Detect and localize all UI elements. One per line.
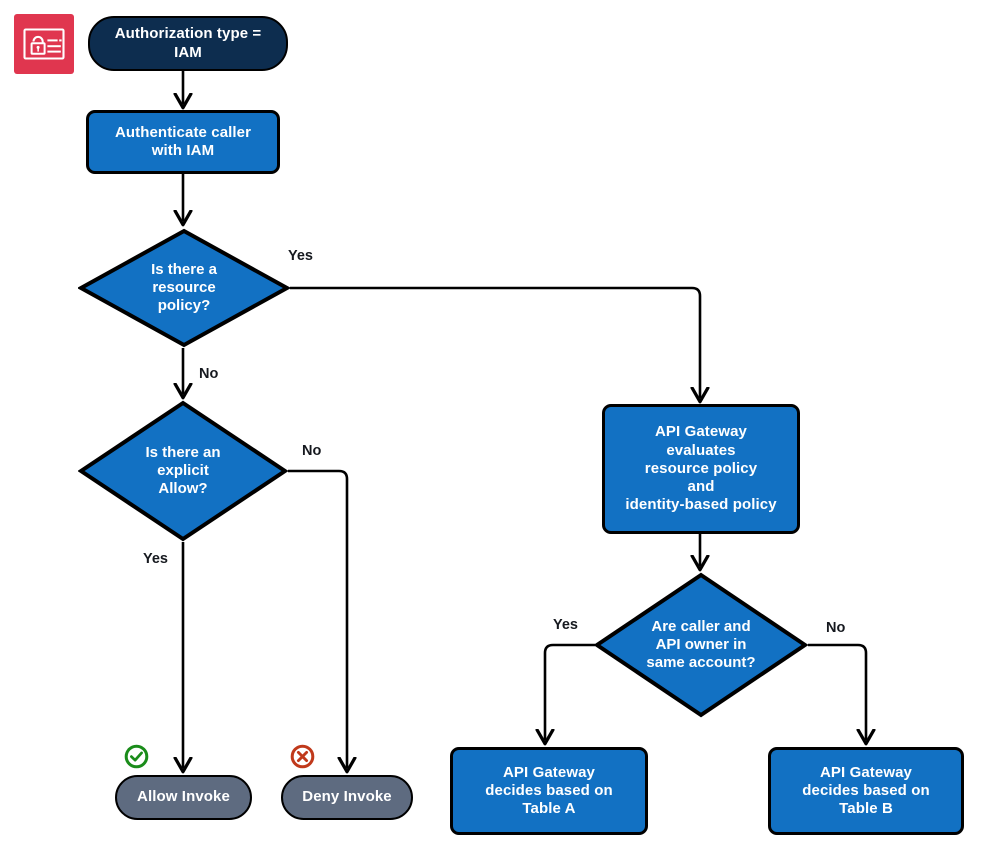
edge-label-explicit-no: No — [302, 443, 322, 459]
node-api-gateway-evaluates-policies[interactable]: API Gateway evaluates resource policy an… — [602, 404, 800, 534]
node-label-line: resource — [152, 278, 216, 296]
iam-icon-glyph — [23, 28, 65, 60]
node-label-line: Authenticate caller — [114, 123, 252, 141]
node-label-line: decides based on — [485, 781, 613, 799]
node-label: Is there an explicit Allow? — [78, 400, 288, 542]
node-label-line: decides based on — [802, 781, 930, 799]
node-label-line: Is there a — [151, 260, 217, 278]
edge-label-resource-yes: Yes — [288, 248, 313, 264]
node-api-gateway-table-a[interactable]: API Gateway decides based on Table A — [450, 747, 648, 835]
node-api-gateway-table-b[interactable]: API Gateway decides based on Table B — [768, 747, 964, 835]
node-label: Authorization type = IAM — [115, 25, 262, 62]
edge-label-account-no: No — [826, 620, 846, 636]
node-label: API Gateway decides based on Table B — [802, 764, 929, 819]
node-label: Deny Invoke — [302, 788, 392, 806]
node-label-line: with IAM — [151, 142, 215, 159]
node-label: API Gateway decides based on Table A — [485, 764, 612, 819]
node-label: Allow Invoke — [137, 788, 230, 806]
node-label-line: Are caller and — [651, 617, 751, 635]
node-label-line: Authorization type = — [114, 25, 262, 43]
node-label-line: API Gateway — [655, 423, 747, 441]
node-label-line: evaluates — [666, 441, 736, 459]
node-label: Authenticate caller with IAM — [115, 124, 251, 161]
x-circle-icon — [290, 744, 315, 769]
node-label-line: API Gateway — [503, 763, 595, 781]
node-label-line: identity-based policy — [625, 496, 777, 514]
diamond-shape — [78, 228, 290, 348]
x-circle-glyph — [290, 744, 315, 769]
edge-label-explicit-yes: Yes — [143, 551, 168, 567]
node-label-line: same account? — [646, 654, 756, 672]
node-allow-invoke[interactable]: Allow Invoke — [115, 775, 252, 820]
node-is-there-explicit-allow[interactable]: Is there an explicit Allow? — [78, 400, 288, 542]
node-is-there-resource-policy[interactable]: Is there a resource policy? — [78, 228, 290, 348]
node-label-line: resource policy — [644, 459, 758, 477]
node-label-line: IAM — [174, 43, 202, 61]
node-label: Are caller and API owner in same account… — [594, 572, 808, 718]
check-circle-icon — [124, 744, 149, 769]
edge-label-account-yes: Yes — [553, 617, 578, 633]
node-are-caller-and-api-owner-same-account[interactable]: Are caller and API owner in same account… — [594, 572, 808, 718]
node-deny-invoke[interactable]: Deny Invoke — [281, 775, 413, 820]
diamond-shape — [594, 572, 808, 718]
node-label-line: API Gateway — [820, 763, 912, 781]
node-label-line: Is there an — [145, 443, 221, 461]
node-label-line: and — [687, 478, 715, 496]
node-label-line: Table A — [522, 800, 576, 818]
iam-identity-card-icon — [14, 14, 74, 74]
node-label-line: API owner in — [655, 635, 747, 653]
check-circle-glyph — [124, 744, 149, 769]
edge-label-resource-no: No — [199, 366, 219, 382]
node-label: Is there a resource policy? — [78, 228, 290, 348]
node-authorization-type-start[interactable]: Authorization type = IAM — [88, 16, 288, 71]
node-label-line: Allow? — [158, 480, 208, 498]
node-label-line: policy? — [157, 297, 211, 315]
node-label: API Gateway evaluates resource policy an… — [625, 423, 776, 514]
node-label-line: Table B — [839, 800, 893, 818]
node-authenticate-caller[interactable]: Authenticate caller with IAM — [86, 110, 280, 174]
diamond-shape — [78, 400, 288, 542]
node-label-line: explicit — [157, 461, 209, 479]
